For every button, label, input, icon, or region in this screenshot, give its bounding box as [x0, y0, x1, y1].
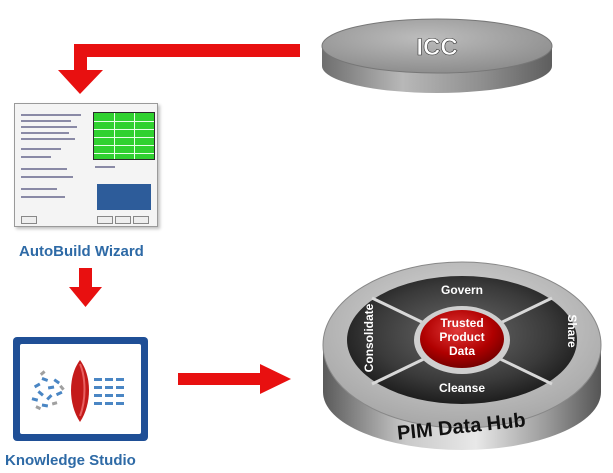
wizard-screenshot — [14, 103, 158, 227]
hub-center-line-1: Trusted — [440, 316, 483, 330]
hub-cleanse-label: Cleanse — [439, 381, 485, 395]
arrow-studio-to-hub — [178, 364, 291, 394]
hub-govern-label: Govern — [441, 283, 483, 297]
hub-consolidate-label: Consolidate — [362, 303, 376, 372]
arrow-icc-to-wizard — [58, 44, 300, 94]
icc-label: ICC — [416, 34, 457, 61]
hub-center-line-3: Data — [449, 344, 475, 358]
knowledge-studio-lens-icon — [13, 337, 148, 441]
arrow-wizard-to-studio — [69, 268, 102, 307]
hub-share-label: Share — [565, 314, 579, 348]
knowledge-studio-label: Knowledge Studio — [5, 452, 136, 469]
hub-center-line-2: Product — [439, 330, 484, 344]
autobuild-wizard-label: AutoBuild Wizard — [19, 243, 144, 260]
pim-data-hub — [322, 261, 602, 450]
icc-disk — [321, 18, 553, 93]
